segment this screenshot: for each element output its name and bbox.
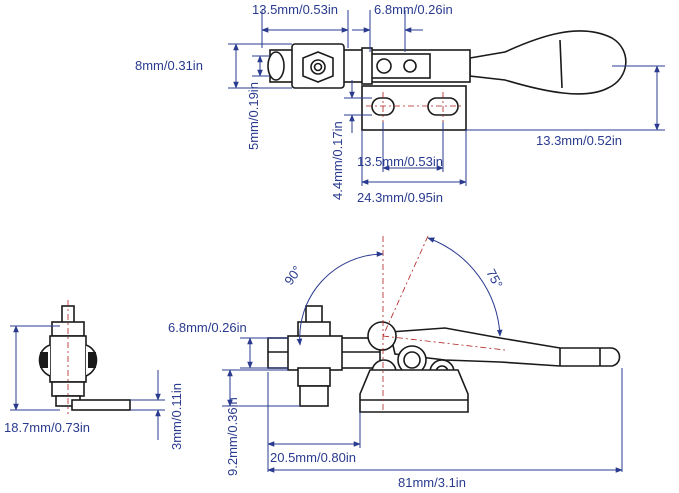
handle-grip <box>469 30 627 95</box>
top-view-dimensions: 13.5mm/0.53in 6.8mm/0.26in 8mm/0.31in 5m… <box>135 2 665 205</box>
main-pivot <box>367 321 397 351</box>
angle-handle: 75° <box>483 266 505 290</box>
dim-spindle-height: 9.2mm/0.36in <box>225 397 240 476</box>
dim-base-thickness: 3mm/0.11in <box>169 383 184 450</box>
dim-body-height: 8mm/0.31in <box>135 58 203 73</box>
dim-hole-spacing: 13.5mm/0.53in <box>357 154 443 169</box>
top-view <box>267 30 627 131</box>
dim-base-length: 24.3mm/0.95in <box>357 190 443 205</box>
side-nut-bottom <box>297 367 331 387</box>
dim-spindle-offset: 20.5mm/0.80in <box>270 450 356 465</box>
front-base <box>71 399 131 411</box>
dim-slot-gap: 5mm/0.19in <box>246 82 261 150</box>
angle-open: 90° <box>281 263 305 288</box>
side-view <box>267 235 621 413</box>
side-handle <box>389 327 621 367</box>
front-view <box>38 300 131 414</box>
end-ring <box>267 51 285 81</box>
dim-slot-width: 4.4mm/0.17in <box>330 121 345 200</box>
dim-total-length: 81mm/3.1in <box>398 475 466 490</box>
dim-pivot-width: 6.8mm/0.26in <box>374 2 453 17</box>
side-base <box>359 369 469 413</box>
dim-handle-height: 13.3mm/0.52in <box>536 133 622 148</box>
dim-bar-width: 6.8mm/0.26in <box>168 320 247 335</box>
dim-front-height: 18.7mm/0.73in <box>4 420 90 435</box>
dim-body-length: 13.5mm/0.53in <box>252 2 338 17</box>
front-view-dimensions: 18.7mm/0.73in 3mm/0.11in <box>4 325 184 450</box>
